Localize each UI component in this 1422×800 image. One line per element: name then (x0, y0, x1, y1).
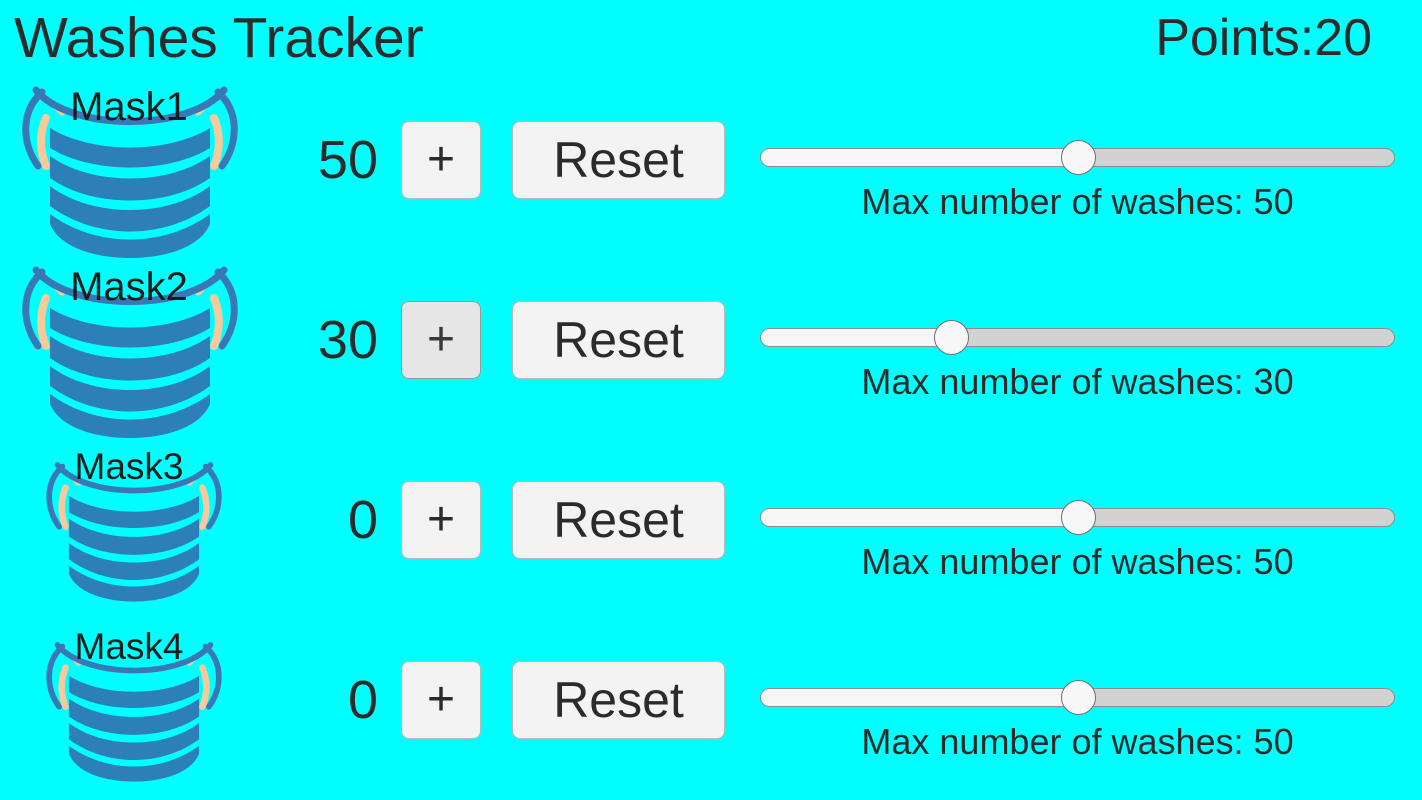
mask-row-4: Mask4 0 + Reset Max number of washes: 50 (0, 620, 1422, 800)
mask-row-2: Mask2 30 + Reset Max number of washes: 3… (0, 260, 1422, 440)
points-counter: Points:20 (1155, 9, 1372, 67)
wash-count-value: 0 (347, 490, 378, 550)
mask-figure: Mask4 (0, 620, 258, 800)
max-washes-caption: Max number of washes: 50 (861, 541, 1294, 582)
slider-thumb[interactable] (1060, 500, 1096, 535)
reset-button[interactable]: Reset (512, 121, 725, 199)
max-washes-slider-group: Max number of washes: 30 (760, 260, 1400, 440)
reset-button[interactable]: Reset (512, 481, 725, 559)
face-mask-icon (22, 86, 238, 258)
mask-name-label: Mask2 (70, 265, 188, 309)
face-mask-icon (22, 266, 238, 438)
slider-fill (761, 509, 1078, 526)
slider-thumb[interactable] (1060, 680, 1096, 715)
app-header: Washes Tracker Points:20 (0, 0, 1422, 78)
max-washes-caption: Max number of washes: 50 (861, 721, 1294, 762)
face-mask-icon (46, 462, 222, 602)
page-title: Washes Tracker (14, 6, 424, 70)
mask-row-3: Mask3 0 + Reset Max number of washes: 50 (0, 440, 1422, 620)
mask-figure: Mask3 (0, 440, 258, 620)
slider-fill (761, 689, 1078, 706)
slider-thumb[interactable] (933, 320, 969, 355)
face-mask-icon (46, 642, 222, 782)
max-washes-slider-group: Max number of washes: 50 (760, 620, 1400, 800)
mask-figure: Mask2 (0, 260, 258, 440)
increment-button[interactable]: + (401, 301, 481, 379)
mask-name-label: Mask1 (70, 85, 188, 129)
slider-thumb[interactable] (1060, 140, 1096, 175)
mask-name-label: Mask4 (74, 626, 184, 667)
max-washes-slider-track[interactable] (760, 328, 1395, 347)
increment-button[interactable]: + (401, 121, 481, 199)
max-washes-slider-group: Max number of washes: 50 (760, 80, 1400, 260)
max-washes-caption: Max number of washes: 30 (861, 361, 1294, 402)
wash-count-value: 50 (317, 130, 378, 190)
slider-fill (761, 329, 951, 346)
max-washes-caption: Max number of washes: 50 (861, 181, 1294, 222)
increment-button[interactable]: + (401, 481, 481, 559)
increment-button[interactable]: + (401, 661, 481, 739)
mask-name-label: Mask3 (74, 446, 184, 487)
reset-button[interactable]: Reset (512, 301, 725, 379)
reset-button[interactable]: Reset (512, 661, 725, 739)
mask-figure: Mask1 (0, 80, 258, 260)
wash-count-value: 0 (347, 670, 378, 730)
max-washes-slider-group: Max number of washes: 50 (760, 440, 1400, 620)
slider-fill (761, 149, 1078, 166)
mask-row-1: Mask1 50 + Reset Max number of washes: 5… (0, 80, 1422, 260)
wash-count-value: 30 (317, 310, 378, 370)
